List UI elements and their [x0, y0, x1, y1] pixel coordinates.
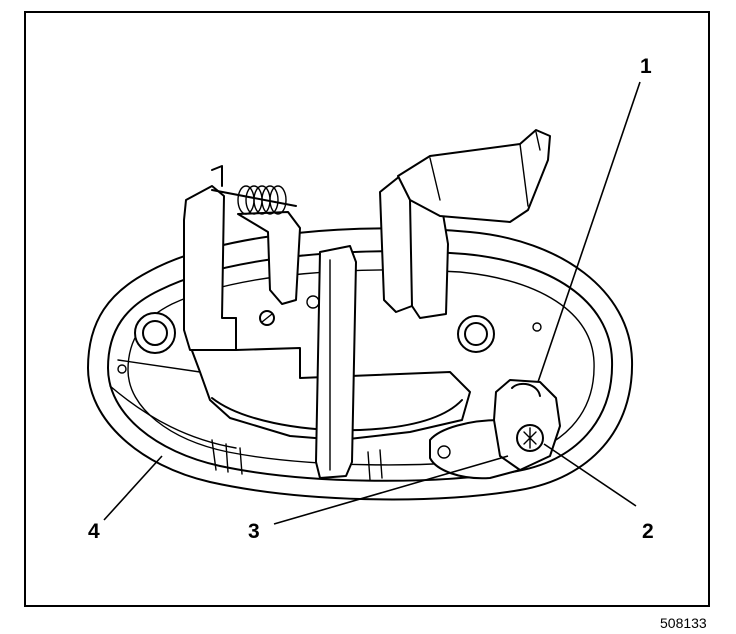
handle-grip-curve [211, 397, 463, 432]
left-pivot-screw-slot [261, 313, 273, 323]
left-lever-arm [237, 211, 301, 305]
leader-line-4 [103, 455, 163, 521]
small-hole [532, 322, 542, 332]
spring-rod [211, 165, 297, 207]
right-mount-boss [457, 315, 495, 353]
callout-4: 4 [88, 520, 100, 543]
clip-retainer [511, 382, 541, 397]
center-strap [315, 245, 357, 479]
bezel-left-ridge [109, 359, 237, 449]
handle-assembly-illustration [87, 129, 634, 501]
handle-bezel [87, 227, 634, 501]
callout-2: 2 [642, 520, 654, 543]
leader-line-2 [543, 443, 637, 507]
left-mount-hole [142, 320, 168, 346]
latch-arm-hole [437, 445, 451, 459]
left-mount-boss [134, 312, 176, 354]
bezel-lower-teeth [211, 439, 383, 481]
leader-line-1 [537, 81, 641, 383]
right-mount-hole [464, 322, 488, 346]
lock-cylinder-housing [397, 129, 551, 223]
callout-1: 1 [640, 55, 652, 78]
clip-fastener-torx [523, 427, 537, 449]
small-hole [117, 364, 127, 374]
callout-3: 3 [248, 520, 260, 543]
leader-line-3 [273, 455, 509, 525]
lock-cylinder-detail [429, 131, 541, 207]
figure-code: 508133 [660, 615, 707, 631]
